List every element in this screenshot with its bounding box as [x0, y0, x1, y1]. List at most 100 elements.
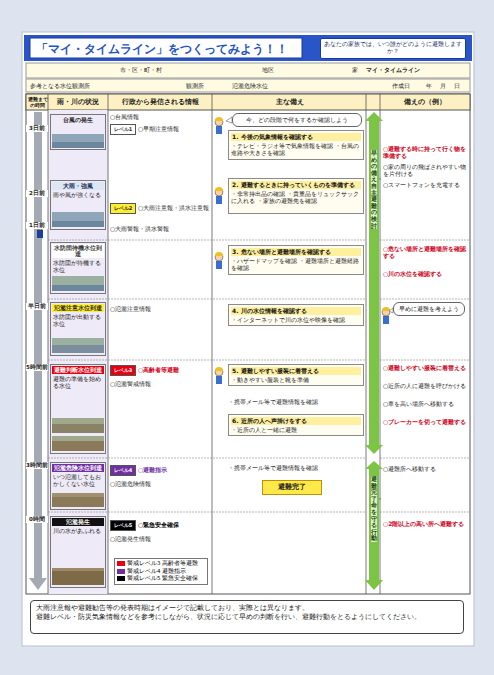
- sheet-label: 年: [426, 82, 436, 89]
- box-heading: 水防団待機水位到達: [52, 244, 104, 258]
- box-heading: 3. 危ない場所と避難場所を確認する: [231, 248, 361, 256]
- box-heading: レベル3: [111, 367, 135, 373]
- box-heading: 早めに避難を考えよう: [397, 305, 461, 312]
- sheet-label: ○近所の人に避難を呼びかける: [383, 382, 469, 389]
- box-body: 避難レベル・防災気象情報などを参考にしながら、状況に応じて早めの判断を行い、避難…: [36, 613, 458, 622]
- box-heading: レベル1: [111, 126, 135, 132]
- legend-swatch: [117, 561, 125, 566]
- box-heading: 6. 近所の人へ声掛けをする: [231, 417, 361, 425]
- level-badge: レベル3: [110, 365, 136, 376]
- completion-box: 避難完了: [262, 480, 322, 495]
- sheet-label: 行政から発信される情報: [110, 99, 210, 107]
- speech-bubble: 早めに避難を考えよう: [393, 302, 465, 316]
- water-level-box: 氾濫注意水位到達水防団が出動する水位: [50, 302, 106, 356]
- box-body: 水防団が待機する水位: [52, 258, 104, 274]
- sheet-label: ○ブレーカーを切って避難する: [383, 418, 469, 425]
- sheet-label: ○避難所へ移動する: [383, 465, 469, 472]
- box-heading: 2. 避難するときに持っていくものを準備する: [231, 181, 361, 189]
- vertical-label: 早めの備え・自主避難の検討: [371, 150, 377, 229]
- sheet-label: 1日前: [26, 222, 48, 229]
- level-badge: レベル2: [110, 203, 136, 214]
- sheet-label: 5時間前: [26, 364, 48, 371]
- sheet-label: ○スマートフォンを充電する: [383, 181, 469, 188]
- sheet-title: 「マイ・タイムライン」をつくってみよう！！: [36, 41, 288, 58]
- box-heading: 台風の発生: [52, 116, 104, 124]
- sheet-label: 月: [440, 82, 450, 89]
- box-heading: レベル5: [111, 522, 135, 528]
- sheet-label: 作成日: [392, 82, 416, 89]
- river-status-box: 台風の発生: [50, 114, 106, 150]
- sheet-label: 氾濫危険水位: [232, 82, 276, 89]
- sheet-label: ○台風情報: [110, 113, 210, 120]
- box-body: ・非常持出品の確認 ・貴重品をリュックサックに入れる ・家族の避難先を確認: [231, 190, 361, 204]
- sheet-label: 参考となる水位観測所: [30, 82, 100, 89]
- box-body: ・近所の人と一緒に避難: [231, 426, 361, 433]
- water-level-box: 氾濫発生川の水があふれる: [50, 516, 106, 588]
- legend-text: 警戒レベル3 高齢者等避難: [127, 560, 198, 566]
- legend-swatch: [117, 576, 125, 581]
- sheet-label: ○大雨注意報・洪水注意報: [138, 204, 210, 211]
- sheet-label: ・携帯メール等で避難情報を確認: [228, 398, 364, 405]
- vertical-label: 避難完了・命を守る行動: [371, 476, 377, 542]
- box-heading: 避難完了: [265, 483, 319, 491]
- sheet-label: ○2階以上の高い所へ避難する: [383, 520, 469, 527]
- water-level-box: 避難判断水位到達避難の準備を始める水位: [50, 364, 106, 454]
- legend-row: 警戒レベル5 緊急安全確保: [117, 575, 205, 583]
- preparation-box: 2. 避難するときに持っていくものを準備する・非常持出品の確認 ・貴重品をリュッ…: [228, 178, 364, 214]
- box-heading: 1. 今後の気象情報を確認する: [231, 133, 361, 141]
- sheet-label: ○早期注意情報: [138, 125, 210, 132]
- sheet-label: 2日前: [26, 190, 48, 197]
- legend-text: 警戒レベル4 避難指示: [127, 568, 186, 574]
- sheet-label: 3日前: [26, 125, 48, 132]
- sheet-label: ○氾濫警戒情報: [110, 380, 210, 387]
- sheet-label: 0時間: [26, 516, 48, 523]
- note-box: 大雨注意報や避難勧告等の発表時期はイメージで記載しており、実際とは異なります。避…: [30, 600, 464, 634]
- box-heading: 大雨・強風: [52, 182, 104, 190]
- sheet-label: ○車を高い場所へ移動する: [383, 400, 469, 407]
- box-heading: 4. 川の水位情報を確認する: [231, 307, 361, 315]
- box-heading: 氾濫危険水位到達: [52, 464, 104, 472]
- sheet-label: 雨・川の状況: [50, 99, 106, 107]
- sheet-label: 主な備え: [214, 99, 366, 107]
- legend-row: 警戒レベル3 高齢者等避難: [117, 560, 205, 568]
- preparation-box: 1. 今後の気象情報を確認する・テレビ・ラジオ等で気象情報を確認 ・台風の進路や…: [228, 130, 364, 160]
- sheet-label: ○家の周りの飛ばされやすい物を片付ける: [383, 163, 469, 177]
- level-badge: レベル5: [110, 520, 136, 531]
- question-note: あなたの家族では、いつ誰がどのように避難しますか？: [320, 38, 466, 59]
- sheet-label: ○氾濫危険情報: [110, 480, 210, 487]
- box-body: 雨や風が強くなる: [52, 190, 104, 199]
- preparation-box: 3. 危ない場所と避難場所を確認する・ハザードマップを確認 ・避難場所と避難経路…: [228, 245, 364, 275]
- sheet-label: 家: [352, 66, 364, 73]
- sheet-label: 観測所: [186, 82, 210, 89]
- box-body: ・動きやすい服装と靴を準備: [231, 376, 361, 383]
- box-body: ・ハザードマップを確認 ・避難場所と避難経路を確認: [231, 257, 361, 271]
- box-heading: 氾濫注意水位到達: [52, 304, 104, 312]
- box-body: いつ氾濫してもおかしくない水位: [52, 472, 104, 488]
- box-heading: 避難判断水位到達: [52, 366, 104, 374]
- speech-bubble: 今、どの段階で何をするか確認しよう: [232, 113, 362, 127]
- level-legend: 警戒レベル3 高齢者等避難警戒レベル4 避難指示警戒レベル5 緊急安全確保: [114, 558, 208, 585]
- preparation-box: 5. 避難しやすい服装に着替える・動きやすい服装と靴を準備: [228, 364, 364, 386]
- preparation-box: 4. 川の水位情報を確認する・インターネットで川の水位や映像を確認: [228, 304, 364, 326]
- box-body: 避難の準備を始める水位: [52, 374, 104, 390]
- sheet-label: 市・区・町・村: [120, 66, 180, 73]
- sheet-label: ○川の水位を確認する: [383, 270, 469, 277]
- level-badge: レベル4: [110, 465, 136, 476]
- sheet-label: 避難までの時間: [27, 96, 48, 108]
- box-heading: 氾濫発生: [52, 518, 104, 526]
- box-body: 水防団が出動する水位: [52, 312, 104, 328]
- sheet-label: 半日前: [26, 303, 48, 310]
- box-heading: レベル2: [111, 205, 135, 211]
- box-heading: 大雨注意報や避難勧告等の発表時期はイメージで記載しており、実際とは異なります。: [36, 604, 458, 613]
- sheet-label: 備えの（例）: [382, 99, 468, 107]
- preparation-box: 6. 近所の人へ声掛けをする・近所の人と一緒に避難: [228, 414, 364, 436]
- box-heading: あなたの家族では、いつ誰がどのように避難しますか？: [324, 41, 462, 54]
- sheet-label: ・携帯メール等で避難情報を確認: [228, 464, 364, 471]
- water-level-box: 水防団待機水位到達水防団が待機する水位: [50, 242, 106, 294]
- legend-swatch: [117, 569, 125, 574]
- box-body: 川の水があふれる: [52, 526, 104, 535]
- box-body: ・テレビ・ラジオ等で気象情報を確認 ・台風の進路や大きさを確認: [231, 142, 361, 156]
- legend-row: 警戒レベル4 避難指示: [117, 568, 205, 576]
- box-heading: 今、どの段階で何をするか確認しよう: [236, 116, 358, 123]
- sheet-label: 3時間前: [26, 462, 48, 469]
